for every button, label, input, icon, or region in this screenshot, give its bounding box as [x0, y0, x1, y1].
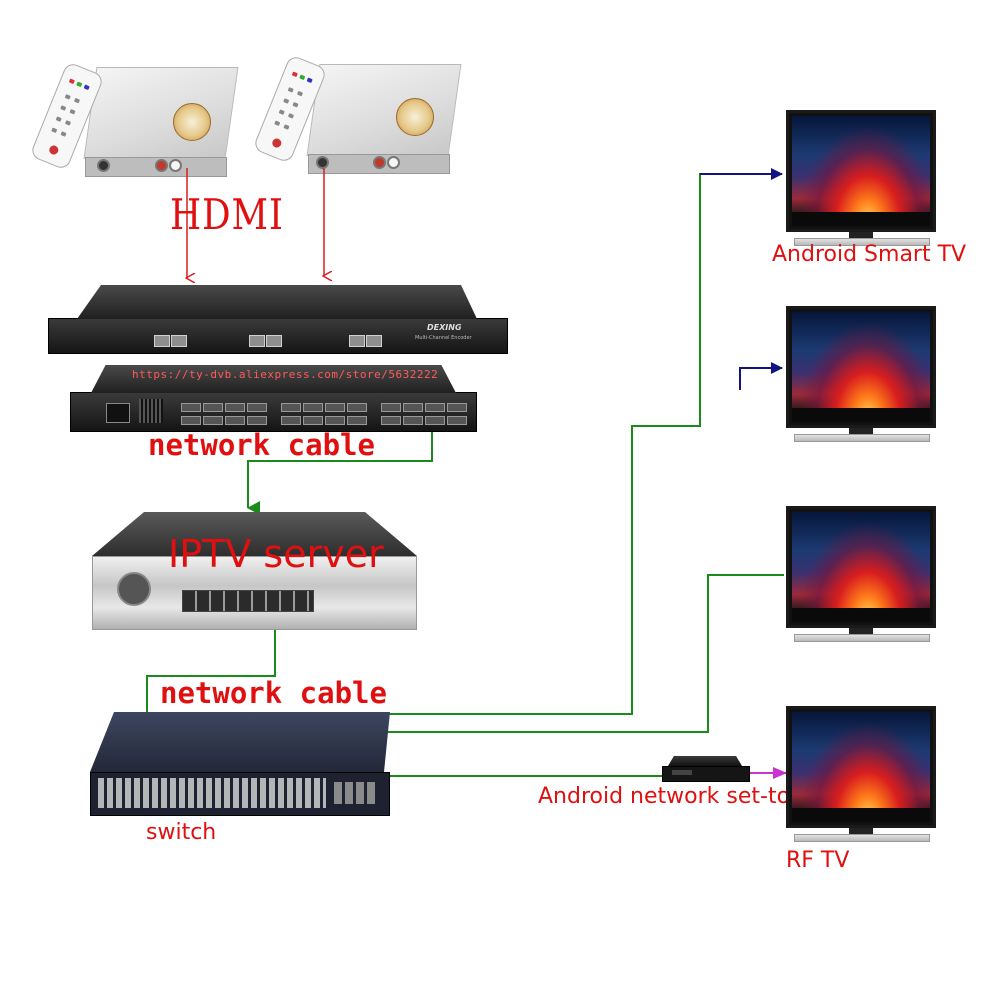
encoder-unit: DEXING Multi-Channel Encoder [48, 285, 508, 354]
ethernet-ports-icon [182, 590, 314, 612]
android-smart-tv-label: Android Smart TV [772, 242, 967, 267]
hdmi-port-icon [247, 416, 267, 425]
encoder-model: Multi-Channel Encoder [415, 335, 472, 341]
encoder-rear-top [91, 365, 456, 393]
network-cable-label-2: network cable [160, 676, 387, 710]
switch-ports-icon [98, 778, 326, 808]
sticker-icon [173, 103, 211, 141]
hdmi-label: HDMI [170, 190, 284, 239]
hdmi-port-icon [225, 403, 245, 412]
hdmi-port-icon [203, 416, 223, 425]
tv-base [794, 834, 930, 842]
tv-screen [786, 306, 936, 428]
hdmi-port-icon [325, 416, 345, 425]
rf-port-icon [97, 159, 110, 172]
tv-base [794, 434, 930, 442]
set-top-box-1 [29, 55, 239, 185]
rf-tv [786, 706, 936, 846]
encoder-top-cover [77, 285, 477, 319]
tv-base [794, 238, 930, 246]
hdmi-port-icon [447, 416, 467, 425]
switch-label: switch [146, 820, 217, 845]
switch-top-cover [90, 712, 390, 772]
rj45-port-icon [171, 335, 187, 347]
tv-screen [786, 110, 936, 232]
store-url-watermark: https://ty-dvb.aliexpress.com/store/5632… [132, 368, 439, 381]
tv-base [794, 634, 930, 642]
hdmi-port-icon [181, 403, 201, 412]
av-port-icon [169, 159, 182, 172]
hdmi-port-icon [181, 416, 201, 425]
hdmi-port-icon [303, 416, 323, 425]
link-to-tv-2 [739, 362, 783, 390]
rj45-port-icon [366, 335, 382, 347]
rj45-port-icon [266, 335, 282, 347]
android-smart-tv-1 [786, 110, 936, 250]
hdmi-port-icon [225, 416, 245, 425]
tv-stand [849, 232, 873, 240]
network-cable-label-1: network cable [148, 428, 375, 462]
hdmi-port-icon [347, 403, 367, 412]
rj45-port-icon [249, 335, 265, 347]
iptv-server-label: IPTV server [168, 532, 384, 576]
stb-display-icon [672, 770, 692, 775]
power-socket-icon [106, 403, 130, 423]
hdmi-port-icon [381, 403, 401, 412]
rj45-port-icon [349, 335, 365, 347]
sfp-ports-icon [334, 782, 378, 804]
tv-stand [849, 828, 873, 836]
hdmi-port-icon [325, 403, 345, 412]
hdmi-port-icon [281, 416, 301, 425]
av-port-icon [373, 156, 386, 169]
rf-port-icon [316, 156, 329, 169]
tv-stand [849, 628, 873, 636]
hdmi-port-icon [425, 416, 445, 425]
hdmi-port-icon [347, 416, 367, 425]
set-top-box-2 [252, 52, 462, 182]
encoder-rear-panel [70, 365, 477, 432]
hdmi-port-icon [447, 403, 467, 412]
hdmi-port-icon [403, 403, 423, 412]
hdmi-port-icon [425, 403, 445, 412]
rj45-port-icon [154, 335, 170, 347]
av-port-icon [387, 156, 400, 169]
android-smart-tv-2 [786, 306, 936, 446]
stb-top [668, 756, 742, 766]
hdmi-port-icon [403, 416, 423, 425]
hdmi-port-icon [203, 403, 223, 412]
hdmi-port-icon [281, 403, 301, 412]
network-switch [90, 712, 390, 818]
server-logo-icon [117, 572, 151, 606]
iptv-server [92, 512, 417, 630]
tv-screen [786, 706, 936, 828]
hdmi-port-icon [381, 416, 401, 425]
encoder-brand: DEXING [427, 323, 462, 332]
rf-tv-label: RF TV [786, 848, 850, 873]
cable-switch-to-tv-1 [355, 173, 782, 715]
server-top-cover [92, 512, 417, 556]
hdmi-port-icon [303, 403, 323, 412]
tv-stand [849, 428, 873, 436]
fan-vent-icon [139, 399, 163, 423]
android-set-top-box [662, 756, 750, 782]
av-port-icon [155, 159, 168, 172]
cable-encoder-to-server [247, 432, 433, 515]
android-smart-tv-3 [786, 506, 936, 646]
tv-screen [786, 506, 936, 628]
hdmi-port-icon [247, 403, 267, 412]
sticker-icon [396, 98, 434, 136]
